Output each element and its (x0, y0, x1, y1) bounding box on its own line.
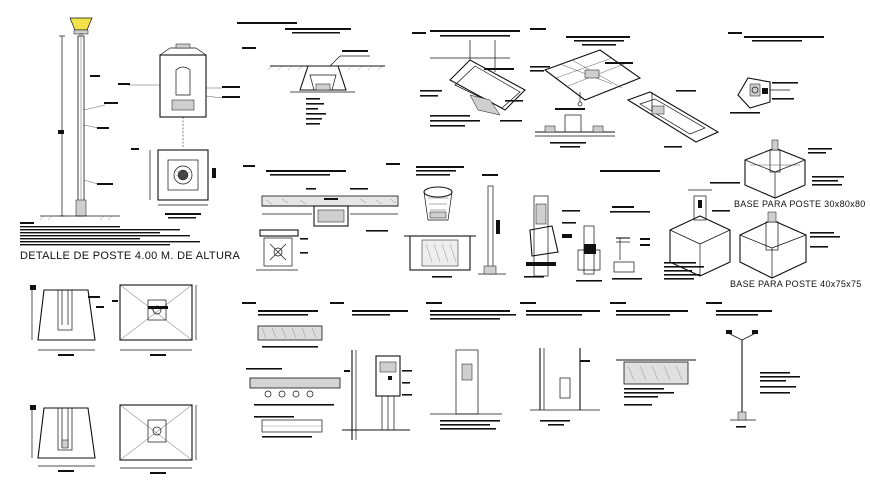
detail-12-ground-box (520, 302, 600, 426)
detail-meter-cabinet (330, 302, 412, 440)
base-large-title: BASE PARA POSTE 40x75x75 (730, 279, 862, 289)
lamp-cap (73, 29, 89, 35)
detail-5-ceiling-section (243, 163, 400, 232)
detail-7-tall-post (478, 174, 506, 275)
base-small-title: BASE PARA POSTE 30x80x80 (734, 199, 866, 209)
pole-elevation (39, 17, 120, 221)
detail-13-pipe-section (610, 302, 696, 406)
detail-14-double-post (706, 302, 800, 428)
base-details-left (30, 284, 197, 474)
detail-2-fluorescent-install (412, 30, 526, 127)
detail-11-post-connection (426, 302, 516, 430)
lamp-head (69, 17, 93, 31)
detail-6-recessed-downlight (404, 166, 476, 278)
pole-top-detail (118, 43, 240, 148)
detail-9-conduit (600, 170, 660, 280)
detail-3-ceiling-grid (530, 28, 720, 148)
base-40x75x75 (739, 211, 840, 279)
detail-1-luminaire-recessed (237, 22, 385, 125)
plan-base (131, 148, 216, 219)
base-30x80x80 (744, 139, 844, 199)
junction-box-detail (256, 229, 308, 271)
detail-trench-section (242, 302, 341, 438)
pole-detail-title: DETALLE DE POSTE 4.00 M. DE ALTURA (20, 250, 241, 262)
detail-8-bracket-mount (524, 195, 602, 282)
pole-notes (20, 222, 200, 246)
detail-4-luminaire-wall (728, 32, 824, 114)
detail-10-pedestal-cabinet (664, 182, 740, 280)
